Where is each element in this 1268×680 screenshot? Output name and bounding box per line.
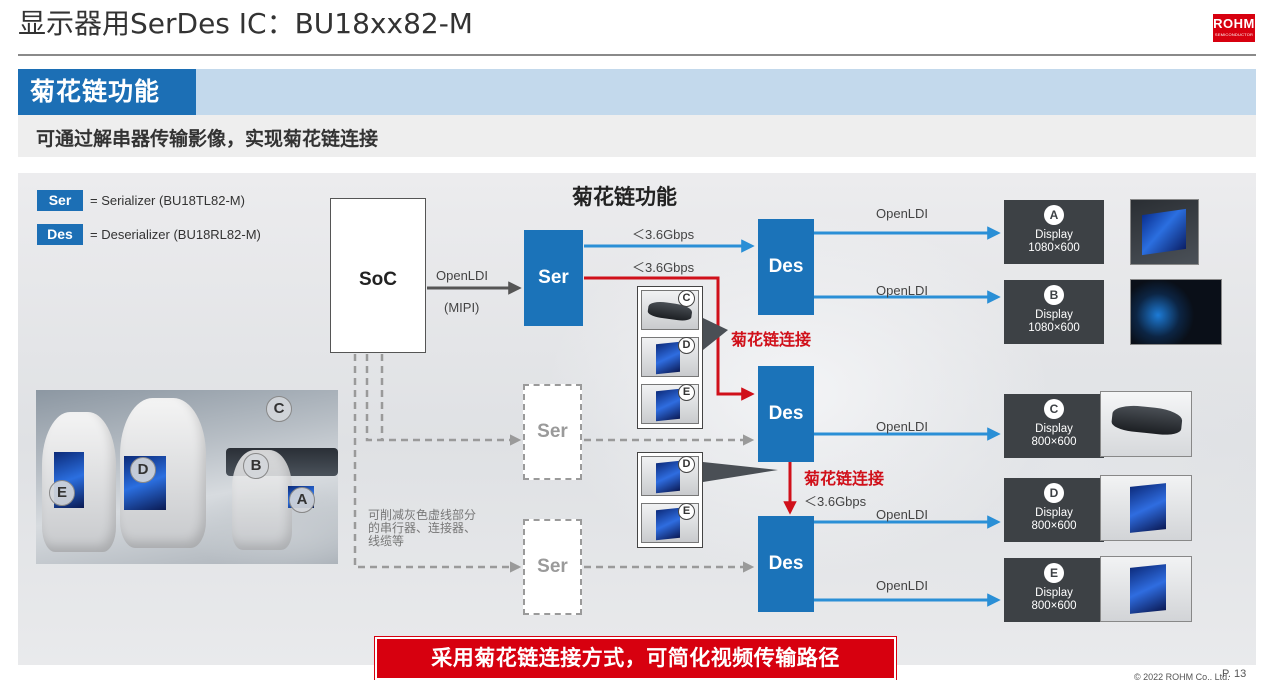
photo-display-a-monitor: [1130, 199, 1199, 265]
summary-banner: 采用菊花链连接方式，可简化视频传输路径: [375, 637, 896, 680]
soc-block: SoC: [330, 198, 426, 353]
logo-main-text: ROHM: [1213, 16, 1255, 31]
soc-link-sublabel: (MIPI): [444, 300, 480, 315]
display-d-label: Display: [1035, 507, 1073, 519]
title-divider: [18, 54, 1256, 56]
photo-display-e-tablet: [1100, 556, 1192, 622]
display-b-letter: B: [1044, 285, 1064, 305]
stack1-letter-e: E: [678, 384, 695, 401]
openldi-label-d: OpenLDI: [876, 507, 929, 522]
logo-sub-text: SEMICONDUCTOR: [1214, 32, 1254, 37]
display-b-resolution: 1080×600: [1028, 322, 1080, 334]
photo-marker-d: D: [130, 457, 156, 483]
photo-display-c-mirror: [1100, 391, 1192, 457]
daisy-chain-label-2: 菊花链连接: [804, 469, 885, 488]
stack1-letter-d: D: [678, 337, 695, 354]
display-c-label: Display: [1035, 423, 1073, 435]
photo-marker-c: C: [266, 396, 292, 422]
display-b-label: Display: [1035, 309, 1073, 321]
legend-des-badge: Des: [37, 224, 83, 245]
removable-note-line-2: 的串行器、连接器、: [368, 521, 477, 535]
rohm-logo: ROHM SEMICONDUCTOR: [1213, 14, 1255, 42]
display-panel-b: B Display 1080×600: [1004, 280, 1104, 344]
display-c-resolution: 800×600: [1031, 436, 1077, 448]
stack1-letter-c: C: [678, 290, 695, 307]
removable-note-line-3: 线缆等: [368, 534, 405, 548]
removable-parts-note: 可削减灰色虚线部分 的串行器、连接器、 线缆等: [368, 509, 508, 548]
slide-title: 显示器用SerDes IC：BU18xx82-M: [18, 7, 473, 40]
display-d-resolution: 800×600: [1031, 520, 1077, 532]
display-panel-c: C Display 800×600: [1004, 394, 1104, 458]
des-block-2: Des: [758, 366, 814, 462]
legend-ser-text: = Serializer (BU18TL82-M): [90, 193, 245, 208]
legend-ser-badge: Ser: [37, 190, 83, 211]
removable-note-line-1: 可削减灰色虚线部分: [368, 508, 477, 522]
des-block-1: Des: [758, 219, 814, 315]
display-c-letter: C: [1044, 399, 1064, 419]
rate-label-1: ＜3.6Gbps: [632, 227, 695, 242]
display-d-letter: D: [1044, 483, 1064, 503]
photo-marker-e: E: [49, 480, 75, 506]
section-bar: [18, 69, 1256, 115]
thumbnail-stack-de: [637, 452, 703, 548]
daisy-chain-label-1: 菊花链连接: [731, 330, 812, 349]
photo-display-b-cluster: [1130, 279, 1222, 345]
section-subtitle: 可通过解串器传输影像，实现菊花链连接: [36, 128, 379, 150]
copyright: © 2022 ROHM Co., Ltd.: [1134, 672, 1230, 680]
rate-label-2: ＜3.6Gbps: [632, 260, 695, 275]
section-tab: 菊花链功能: [18, 69, 196, 115]
display-panel-a: A Display 1080×600: [1004, 200, 1104, 264]
rate-label-3: ＜3.6Gbps: [804, 494, 867, 509]
openldi-label-b: OpenLDI: [876, 283, 929, 298]
display-e-resolution: 800×600: [1031, 600, 1077, 612]
stack2-letter-e: E: [678, 503, 695, 520]
des-block-3: Des: [758, 516, 814, 612]
page-number: P. 13: [1222, 668, 1247, 680]
display-e-letter: E: [1044, 563, 1064, 583]
subtitle-bar: [18, 115, 1256, 157]
display-a-label: Display: [1035, 229, 1073, 241]
display-e-label: Display: [1035, 587, 1073, 599]
car-interior-photo: [36, 390, 338, 564]
display-panel-d: D Display 800×600: [1004, 478, 1104, 542]
display-panel-e: E Display 800×600: [1004, 558, 1104, 622]
display-a-resolution: 1080×600: [1028, 242, 1080, 254]
display-a-letter: A: [1044, 205, 1064, 225]
soc-link-label: OpenLDI: [436, 268, 489, 283]
photo-display-d-tablet: [1100, 475, 1192, 541]
diagram-title: 菊花链功能: [572, 185, 677, 209]
ser-block: Ser: [524, 230, 583, 326]
ser-block-removable-1: Ser: [523, 384, 582, 480]
legend-des-text: = Deserializer (BU18RL82-M): [90, 227, 261, 242]
openldi-label-c: OpenLDI: [876, 419, 929, 434]
openldi-label-a: OpenLDI: [876, 206, 929, 221]
openldi-label-e: OpenLDI: [876, 578, 929, 593]
photo-marker-b: B: [243, 453, 269, 479]
stack2-thumb-tablet-d: [641, 456, 699, 496]
stack2-letter-d: D: [678, 456, 695, 473]
photo-marker-a: A: [289, 487, 315, 513]
thumbnail-stack-cde: [637, 286, 703, 429]
ser-block-removable-2: Ser: [523, 519, 582, 615]
